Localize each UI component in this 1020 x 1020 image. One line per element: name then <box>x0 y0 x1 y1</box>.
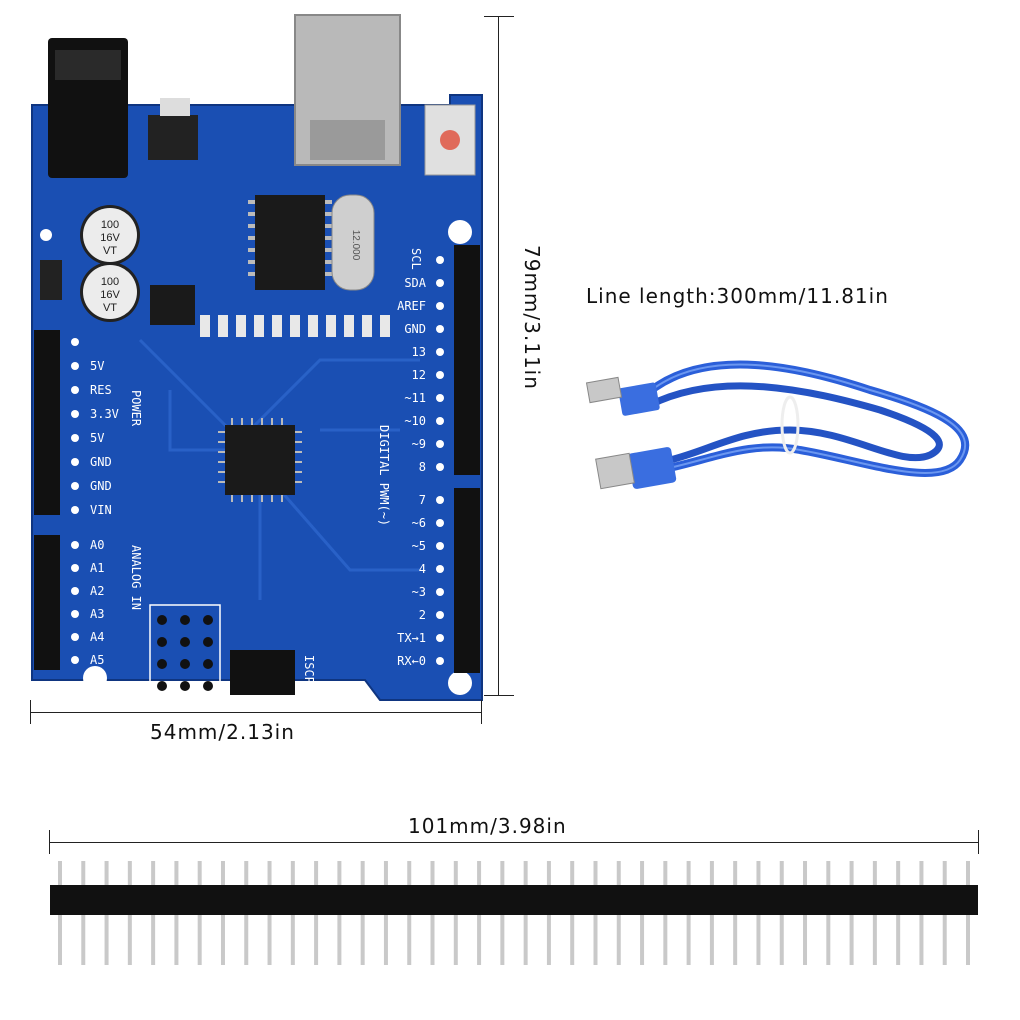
cable-length-label: Line length:300mm/11.81in <box>586 284 889 308</box>
header-dimension-line <box>49 842 979 843</box>
digital-pin-label: GND <box>404 322 426 336</box>
usb-b-plug <box>595 447 677 490</box>
analog-pin-label: A2 <box>90 584 104 598</box>
digital-header-top <box>454 245 480 475</box>
analog-pin-label: A0 <box>90 538 104 552</box>
analog-pin-label: A5 <box>90 653 104 667</box>
digital-pin-label: 12 <box>412 368 426 382</box>
svg-text:16V: 16V <box>100 289 120 301</box>
digital-header-bottom <box>454 488 480 673</box>
height-dimension-line <box>498 16 499 696</box>
svg-text:100: 100 <box>101 276 119 288</box>
analog-header <box>34 535 60 670</box>
power-pin-label: 5V <box>90 359 104 373</box>
mount-hole <box>448 220 472 244</box>
usb-a-plug <box>585 376 660 416</box>
digital-pin-label: RX←0 <box>397 654 426 668</box>
svg-text:VT: VT <box>103 302 117 314</box>
arduino-board-image: 100 16V VT 100 16V VT 12.000 5V <box>31 14 483 701</box>
digital-pin-label: ~3 <box>412 585 426 599</box>
digital-pin-label: AREF <box>397 299 426 313</box>
digital-pin-label: 8 <box>419 460 426 474</box>
microcontroller <box>225 425 295 495</box>
width-dimension-line <box>30 712 482 713</box>
digital-pin-label: ~6 <box>412 516 426 530</box>
analog-header-title: ANALOG IN <box>129 545 143 610</box>
digital-header-title: DIGITAL PWM(~) <box>377 425 391 526</box>
digital-pin-label: 2 <box>419 608 426 622</box>
icsp-label: ISCP <box>302 655 316 684</box>
digital-pin-label: ~5 <box>412 539 426 553</box>
power-header <box>34 330 60 515</box>
power-pin-label: VIN <box>90 503 112 517</box>
power-pin-label: GND <box>90 479 112 493</box>
svg-text:100: 100 <box>101 219 119 231</box>
height-dimension-label: 79mm/3.11in <box>520 245 544 390</box>
digital-pin-label: 4 <box>419 562 426 576</box>
svg-text:VT: VT <box>103 245 117 257</box>
power-header-title: POWER <box>129 390 143 427</box>
power-pin-label: 5V <box>90 431 104 445</box>
mount-hole <box>83 666 107 690</box>
analog-pin-label: A1 <box>90 561 104 575</box>
svg-text:16V: 16V <box>100 232 120 244</box>
pin-header-plastic <box>50 885 978 915</box>
voltage-regulator <box>148 115 198 160</box>
power-pin-label: RES <box>90 383 112 397</box>
usb-serial-chip <box>255 195 325 290</box>
mount-hole <box>448 671 472 695</box>
power-pin-label: 3.3V <box>90 407 119 421</box>
width-dimension-label: 54mm/2.13in <box>150 720 295 744</box>
power-pin-label: GND <box>90 455 112 469</box>
digital-pin-label: 7 <box>419 493 426 507</box>
mount-hole <box>40 229 52 241</box>
usb-cable-image <box>585 360 970 490</box>
digital-pin-label: ~11 <box>404 391 426 405</box>
header-length-label: 101mm/3.98in <box>408 814 567 838</box>
pin-header-image <box>50 861 978 965</box>
svg-text:12.000: 12.000 <box>350 230 361 261</box>
crystal <box>331 194 375 291</box>
digital-pin-label: ~10 <box>404 414 426 428</box>
digital-pin-label: TX→1 <box>397 631 426 645</box>
digital-pin-label: ~9 <box>412 437 426 451</box>
analog-pin-label: A4 <box>90 630 104 644</box>
digital-pin-label: 13 <box>412 345 426 359</box>
icsp-header <box>230 650 295 695</box>
digital-pin-label: SDA <box>404 276 426 290</box>
i2c-breakout <box>149 604 221 696</box>
analog-pin-label: A3 <box>90 607 104 621</box>
scl-label: SCL <box>409 248 423 270</box>
